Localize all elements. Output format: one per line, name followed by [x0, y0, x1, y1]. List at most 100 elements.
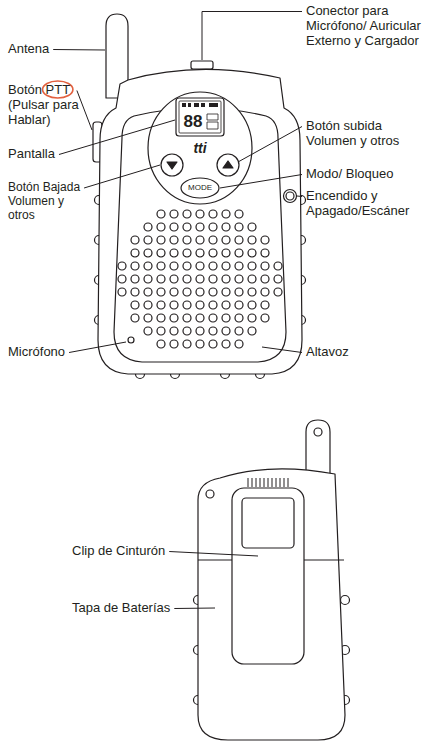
- speaker-hole: [183, 249, 191, 257]
- leader-line: [53, 49, 105, 51]
- front-housing: [98, 69, 302, 374]
- speaker-hole: [170, 236, 178, 244]
- speaker-hole: [209, 301, 217, 309]
- speaker-hole: [235, 236, 243, 244]
- speaker-hole: [131, 288, 139, 296]
- speaker-hole: [222, 210, 230, 218]
- leader-line: [174, 608, 215, 610]
- speaker-hole: [157, 340, 165, 348]
- speaker-hole: [235, 327, 243, 335]
- part-label: Clip de Cinturón: [72, 543, 165, 558]
- speaker-hole: [261, 301, 269, 309]
- speaker-hole: [170, 223, 178, 231]
- top-connector: [191, 61, 213, 69]
- power-button-inner: [286, 192, 294, 200]
- speaker-hole: [118, 275, 126, 283]
- speaker-hole: [235, 223, 243, 231]
- speaker-hole: [235, 249, 243, 257]
- speaker-hole: [235, 314, 243, 322]
- speaker-hole: [235, 262, 243, 270]
- part-label: Modo/ Bloqueo: [306, 166, 393, 181]
- speaker-hole: [209, 314, 217, 322]
- clip-ridge: [252, 478, 253, 487]
- speaker-hole: [196, 327, 204, 335]
- speaker-hole: [144, 301, 152, 309]
- speaker-hole: [248, 314, 256, 322]
- speaker-hole: [144, 236, 152, 244]
- speaker-hole: [222, 275, 230, 283]
- speaker-hole: [157, 314, 165, 322]
- speaker-hole: [261, 288, 269, 296]
- clip-ridge: [280, 478, 281, 487]
- clip-ridge: [284, 478, 285, 487]
- speaker-hole: [144, 327, 152, 335]
- speaker-hole: [196, 301, 204, 309]
- part-label: Encendido y Apagado/Escáner: [306, 188, 421, 218]
- speaker-hole: [222, 288, 230, 296]
- speaker-hole: [209, 210, 217, 218]
- display-icons: [182, 103, 218, 107]
- speaker-hole: [209, 236, 217, 244]
- speaker-hole: [261, 314, 269, 322]
- speaker-hole: [131, 236, 139, 244]
- back-screw: [206, 490, 214, 498]
- front-panel: [114, 108, 286, 362]
- speaker-hole: [118, 262, 126, 270]
- speaker-hole: [157, 275, 165, 283]
- speaker-hole: [196, 288, 204, 296]
- speaker-hole: [170, 288, 178, 296]
- speaker-hole: [196, 262, 204, 270]
- speaker-hole: [183, 327, 191, 335]
- speaker-hole: [222, 262, 230, 270]
- speaker-hole: [170, 210, 178, 218]
- speaker-hole: [235, 288, 243, 296]
- part-label: Tapa de Baterías: [72, 600, 170, 615]
- speaker-hole: [183, 275, 191, 283]
- speaker-hole: [170, 275, 178, 283]
- speaker-hole: [261, 236, 269, 244]
- speaker-hole: [157, 236, 165, 244]
- control-oval: [148, 92, 252, 204]
- speaker-hole: [209, 223, 217, 231]
- speaker-hole: [209, 288, 217, 296]
- speaker-holes: [118, 210, 282, 348]
- speaker-hole: [261, 275, 269, 283]
- speaker-hole: [157, 223, 165, 231]
- speaker-hole: [196, 314, 204, 322]
- display-digits: 88: [184, 112, 203, 132]
- leader-line: [77, 91, 92, 131]
- speaker-hole: [183, 340, 191, 348]
- power-button: [284, 190, 297, 203]
- button-text: MODE: [188, 183, 212, 193]
- speaker-hole: [209, 327, 217, 335]
- antenna-hole: [314, 428, 322, 436]
- speaker-hole: [170, 327, 178, 335]
- clip-ridge: [272, 478, 273, 487]
- speaker-hole: [274, 262, 282, 270]
- speaker-hole: [222, 236, 230, 244]
- down-arrow: [167, 162, 177, 169]
- speaker-hole: [170, 301, 178, 309]
- up-arrow: [223, 161, 233, 168]
- leader-line: [69, 342, 126, 353]
- speaker-hole: [196, 223, 204, 231]
- speaker-hole: [209, 340, 217, 348]
- speaker-hole: [235, 340, 243, 348]
- belt-clip: [232, 488, 304, 664]
- clip-ridge: [276, 478, 277, 487]
- speaker-hole: [248, 249, 256, 257]
- part-label: Botón Bajada Volumen y otros: [8, 180, 90, 222]
- speaker-hole: [170, 262, 178, 270]
- speaker-hole: [183, 210, 191, 218]
- clip-ridges: [248, 478, 288, 487]
- clip-ridge: [268, 478, 269, 487]
- leader-line: [84, 165, 160, 188]
- speaker-hole: [157, 210, 165, 218]
- speaker-hole: [196, 275, 204, 283]
- speaker-hole: [131, 275, 139, 283]
- speaker-hole: [222, 314, 230, 322]
- speaker-hole: [248, 327, 256, 335]
